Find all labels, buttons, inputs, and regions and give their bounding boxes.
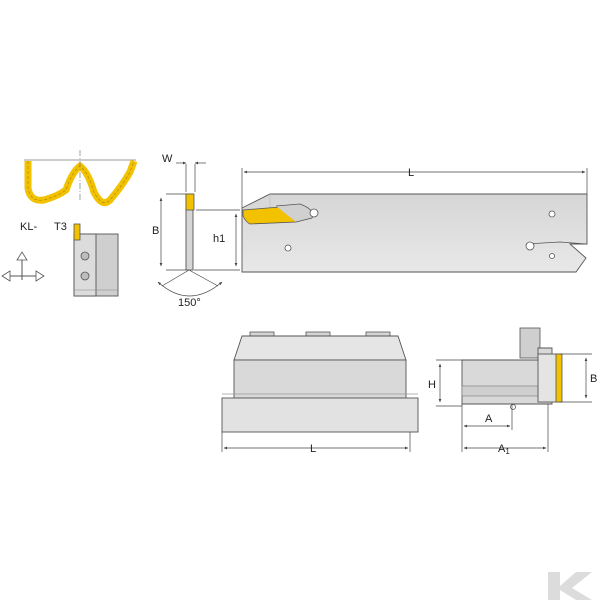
dim-a1-label: A1 bbox=[498, 443, 510, 456]
profile-outline-gold bbox=[24, 159, 138, 207]
brand-logo-icon bbox=[548, 572, 592, 600]
length-top-label: L bbox=[408, 167, 414, 179]
height-h1-label: h1 bbox=[213, 233, 225, 245]
angle-label: 150° bbox=[178, 297, 201, 309]
width-label: W bbox=[162, 153, 173, 165]
height-h-label: H bbox=[428, 379, 436, 391]
profile-prefix-label: KL- bbox=[20, 221, 37, 233]
side-b-label: B bbox=[590, 373, 597, 385]
length-bottom-label: L bbox=[310, 443, 316, 455]
holder-side-view bbox=[73, 223, 119, 297]
groove-profile bbox=[24, 150, 138, 207]
dim-a-label: A bbox=[485, 413, 493, 425]
insert-type-label: T3 bbox=[54, 221, 67, 233]
direction-arrows-icon bbox=[1, 251, 45, 282]
blade-end-view bbox=[157, 161, 240, 297]
blade-top-view bbox=[241, 168, 588, 273]
height-b-label: B bbox=[152, 225, 159, 237]
block-front-view bbox=[221, 331, 419, 452]
block-side-view bbox=[436, 327, 592, 452]
